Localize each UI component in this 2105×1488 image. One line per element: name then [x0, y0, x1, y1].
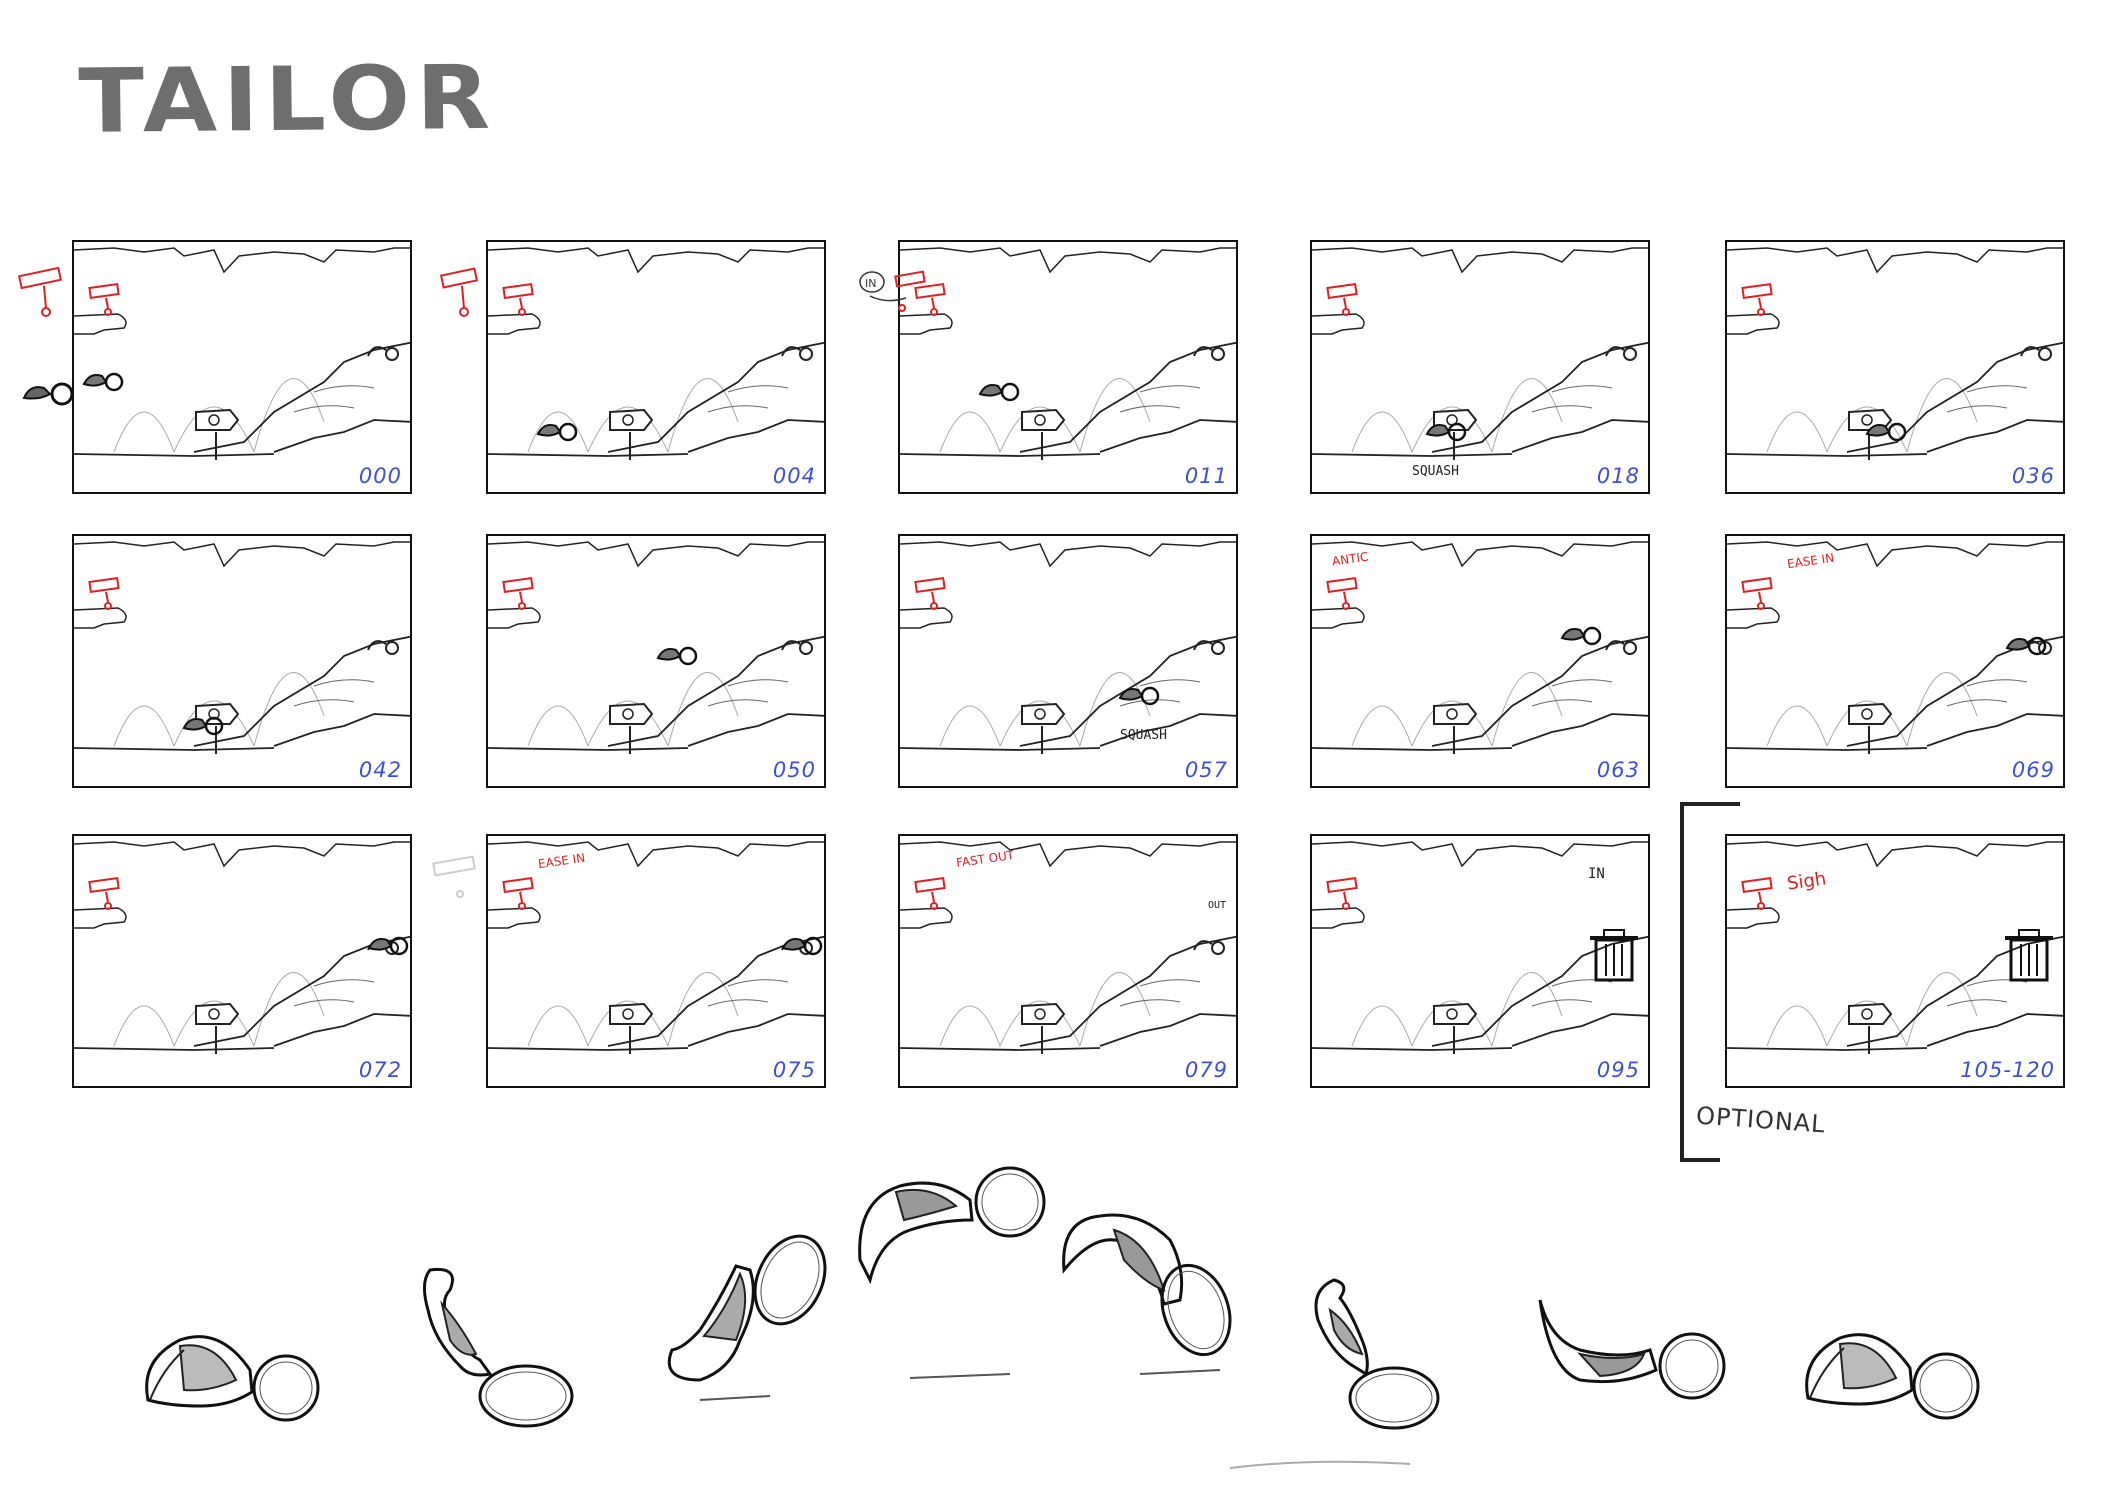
lamp-sketch-outside-2: [440, 267, 479, 317]
storyboard-panel-11: 072: [72, 834, 412, 1088]
page-title: TAILOR: [78, 45, 497, 154]
storyboard-panel-5: 036: [1725, 240, 2065, 494]
out-marker: OUT: [1208, 900, 1227, 911]
pose-sequence: [145, 1166, 1980, 1469]
pose-3: [667, 1234, 827, 1401]
storyboard-panel-7: 050: [486, 534, 826, 788]
timing-note: Sigh: [1785, 868, 1828, 895]
frame-number: 050: [772, 758, 816, 782]
in-marker-label: IN: [865, 277, 876, 290]
frame-number: 095: [1596, 1058, 1640, 1082]
frame-number: 069: [2011, 758, 2055, 782]
pose-1: [145, 1335, 320, 1422]
pose-7: [1538, 1299, 1726, 1400]
pose-4: [858, 1166, 1046, 1379]
storyboard-panel-6: 042: [72, 534, 412, 788]
pose-5: [1062, 1213, 1232, 1375]
storyboard-panel-4: 018 SQUASH: [1310, 240, 1650, 494]
frame-number: 000: [358, 464, 402, 488]
storyboard-panel-15: 105-120 Sigh: [1725, 834, 2065, 1088]
frame-number: 072: [358, 1058, 402, 1082]
frame-number: 057: [1184, 758, 1228, 782]
storyboard-panel-3: 011: [898, 240, 1238, 494]
storyboard-panel-2: 004: [486, 240, 826, 494]
frame-number: 004: [772, 464, 816, 488]
in-marker-sketch: IN: [859, 270, 926, 312]
frame-number: 079: [1184, 1058, 1228, 1082]
pose-2: [423, 1267, 574, 1428]
tailor-sketch-outside: [22, 382, 74, 406]
storyboard-panel-8: 057 SQUASH: [898, 534, 1238, 788]
frame-number: 042: [358, 758, 402, 782]
squash-note: SQUASH: [1412, 464, 1459, 479]
frame-number: 075: [772, 1058, 816, 1082]
frame-number: 018: [1596, 464, 1640, 488]
storyboard-panel-14: 095 IN: [1310, 834, 1650, 1088]
optional-bracket: [1680, 802, 1740, 1162]
storyboard-panel-1: 000: [72, 240, 412, 494]
frame-number: 105-120: [1960, 1058, 2055, 1082]
frame-number: 036: [2011, 464, 2055, 488]
frame-number: 011: [1184, 464, 1228, 488]
lamp-sketch-outside: [18, 266, 62, 317]
in-marker: IN: [1588, 866, 1605, 882]
ghost-lamp-sketch: [432, 855, 476, 898]
pose-6: [1229, 1278, 1440, 1469]
frame-number: 063: [1596, 758, 1640, 782]
squash-note: SQUASH: [1120, 728, 1167, 743]
pose-8: [1805, 1333, 1980, 1420]
